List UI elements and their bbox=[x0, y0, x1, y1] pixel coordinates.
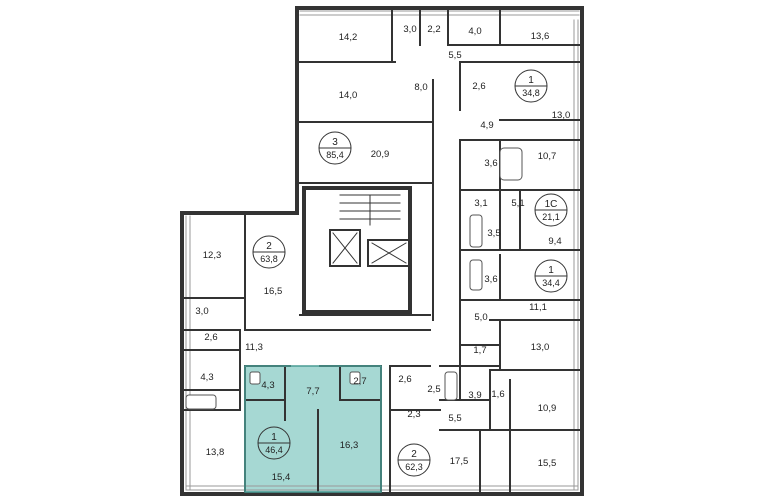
room-area: 9,4 bbox=[548, 236, 561, 247]
room-area: 13,8 bbox=[206, 447, 225, 458]
room-area: 11,3 bbox=[245, 342, 263, 353]
room-area: 3,0 bbox=[403, 24, 416, 35]
room-area: 2,6 bbox=[204, 332, 217, 343]
room-area: 20,9 bbox=[371, 149, 390, 160]
room-area: 5,0 bbox=[474, 312, 487, 323]
room-area: 2,5 bbox=[427, 384, 440, 395]
room-area: 2,6 bbox=[472, 81, 485, 92]
room-area: 2,7 bbox=[353, 376, 366, 387]
room-area: 3,0 bbox=[195, 306, 208, 317]
room-area: 8,0 bbox=[414, 82, 427, 93]
apartment-labels: 3 85,4 1 34,8 1С 21,1 2 63,8 1 34,4 1 46… bbox=[260, 75, 560, 472]
room-area: 3,5 bbox=[487, 228, 500, 239]
room-area-labels: 14,2 3,0 2,2 4,0 13,6 5,5 14,0 8,0 2,6 1… bbox=[195, 24, 570, 483]
apartment-number: 1С bbox=[545, 199, 558, 210]
apartment-number: 1 bbox=[548, 265, 554, 276]
room-area: 11,1 bbox=[529, 302, 547, 313]
room-area: 5,1 bbox=[511, 198, 524, 209]
room-area: 4,9 bbox=[480, 120, 493, 131]
room-area: 17,5 bbox=[450, 456, 469, 467]
room-area: 10,9 bbox=[538, 403, 557, 414]
room-area: 13,0 bbox=[531, 342, 550, 353]
room-area: 2,2 bbox=[427, 24, 440, 35]
room-area: 3,1 bbox=[474, 198, 487, 209]
room-area: 1,7 bbox=[473, 345, 486, 356]
room-area: 10,7 bbox=[538, 151, 557, 162]
room-area: 7,7 bbox=[306, 386, 319, 397]
apartment-number: 1 bbox=[271, 432, 277, 443]
highlighted-apartment[interactable] bbox=[245, 366, 381, 492]
walls bbox=[180, 6, 584, 496]
room-area: 4,3 bbox=[261, 380, 274, 391]
room-area: 13,0 bbox=[552, 110, 571, 121]
room-area: 2,6 bbox=[398, 374, 411, 385]
room-area: 12,3 bbox=[203, 250, 222, 261]
room-area: 14,0 bbox=[339, 90, 358, 101]
apartment-badges bbox=[252, 69, 568, 477]
room-area: 15,4 bbox=[272, 472, 291, 483]
apartment-number: 2 bbox=[411, 449, 417, 460]
room-area: 16,3 bbox=[340, 440, 359, 451]
room-area: 1,6 bbox=[491, 389, 504, 400]
room-area: 5,5 bbox=[448, 413, 461, 424]
room-area: 4,3 bbox=[200, 372, 213, 383]
room-area: 14,2 bbox=[339, 32, 358, 43]
room-area: 2,3 bbox=[407, 409, 420, 420]
room-area: 16,5 bbox=[264, 286, 283, 297]
room-area: 3,6 bbox=[484, 274, 497, 285]
room-area: 4,0 bbox=[468, 26, 481, 37]
room-area: 15,5 bbox=[538, 458, 557, 469]
room-area: 3,6 bbox=[484, 158, 497, 169]
apartment-number: 2 bbox=[266, 241, 272, 252]
apartment-total-area: 62,3 bbox=[405, 462, 423, 472]
room-area: 13,6 bbox=[531, 31, 550, 42]
apartment-number: 3 bbox=[332, 137, 338, 148]
apartment-total-area: 34,4 bbox=[542, 278, 560, 288]
apartment-number: 1 bbox=[528, 75, 534, 86]
apartment-total-area: 46,4 bbox=[265, 445, 283, 455]
apartment-total-area: 34,8 bbox=[522, 88, 540, 98]
apartment-total-area: 85,4 bbox=[326, 150, 344, 160]
apartment-total-area: 63,8 bbox=[260, 254, 278, 264]
room-area: 3,9 bbox=[468, 390, 481, 401]
room-area: 5,5 bbox=[448, 50, 461, 61]
bathroom-fixtures bbox=[185, 147, 523, 410]
apartment-total-area: 21,1 bbox=[542, 212, 560, 222]
highlighted-apartment-outline bbox=[244, 365, 382, 493]
